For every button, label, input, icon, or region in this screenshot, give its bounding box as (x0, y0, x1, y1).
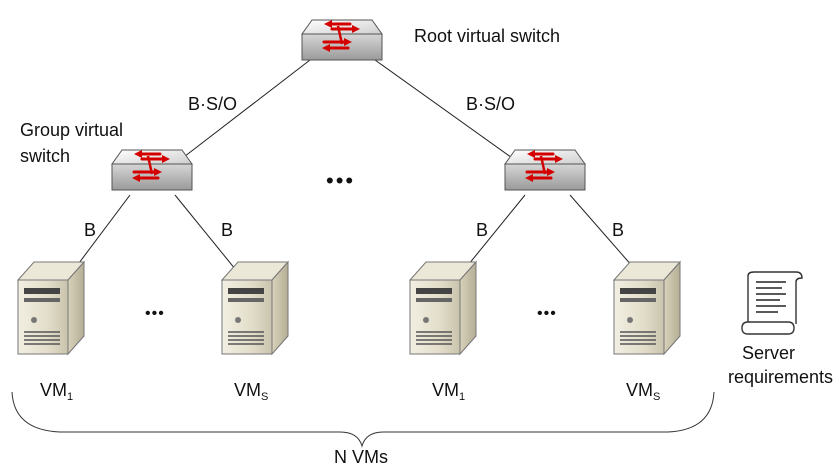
group-switch-icon (110, 148, 194, 192)
vm-label: VM1 (432, 380, 466, 403)
root-switch-icon (300, 18, 384, 62)
vm-label: VMS (626, 380, 661, 403)
group-brace (11, 391, 715, 448)
vm-label: VMS (234, 380, 269, 403)
link-label-g1-left: B (84, 220, 97, 240)
vm-ellipsis-group1: ••• (145, 305, 165, 322)
vm-label: VM1 (40, 380, 74, 403)
links (69, 59, 641, 276)
link-label-g2-left: B (476, 220, 489, 240)
server-icon (221, 261, 289, 355)
total-vms-label: N VMs (334, 447, 388, 467)
server-icon (17, 261, 85, 355)
server-icon (409, 261, 477, 355)
link-label-root-left: B·S/O (188, 94, 238, 114)
link-group1-to-vms (174, 194, 241, 276)
link-label-g2-right: B (612, 220, 625, 240)
root-switch-label: Root virtual switch (414, 26, 561, 46)
group-switch-label-line1: Group virtual (20, 120, 124, 140)
group-switch-icon (503, 148, 587, 192)
server-requirements-line1: Server (742, 343, 796, 363)
link-root-to-group1 (179, 59, 311, 161)
link-label-root-right: B·S/O (466, 94, 516, 114)
link-root-to-group2 (374, 59, 516, 161)
group-switch-label-line2: switch (20, 146, 71, 166)
server-icon (613, 261, 681, 355)
server-requirements-line2: requirements (728, 367, 834, 387)
link-group2-to-vms (569, 194, 641, 276)
link-label-g1-right: B (221, 220, 234, 240)
document-icon (741, 271, 803, 335)
vm-ellipsis-group2: ••• (537, 305, 557, 322)
switch-ellipsis: ••• (326, 168, 356, 193)
